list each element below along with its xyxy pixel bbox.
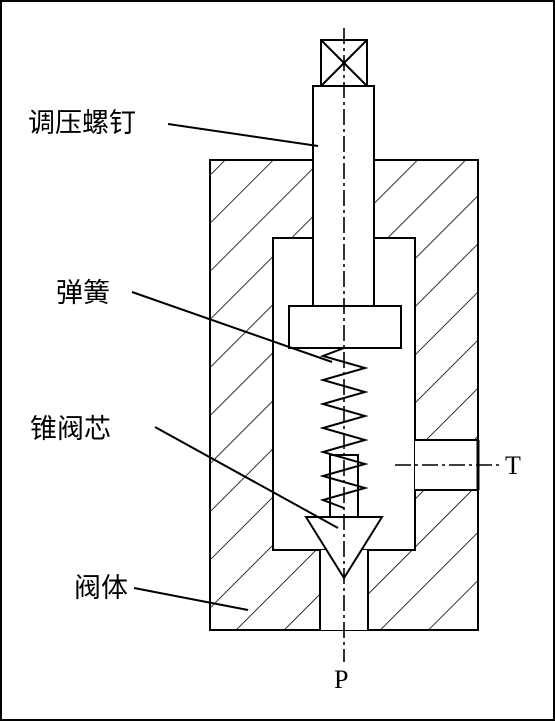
label-valve-body: 阀体 [74, 573, 128, 604]
label-port-p: P [334, 665, 348, 694]
leader-adjust-screw [167, 123, 319, 147]
spring [319, 347, 369, 509]
label-port-t: T [505, 451, 521, 480]
label-spring: 弹簧 [56, 278, 110, 309]
label-cone-valve-core: 锥阀芯 [30, 414, 111, 445]
leader-valve-body [133, 587, 249, 611]
label-adjust-screw: 调压螺钉 [28, 108, 136, 139]
leader-cone-valve [154, 426, 339, 529]
leader-spring [131, 291, 333, 363]
spring-seat [288, 305, 402, 349]
